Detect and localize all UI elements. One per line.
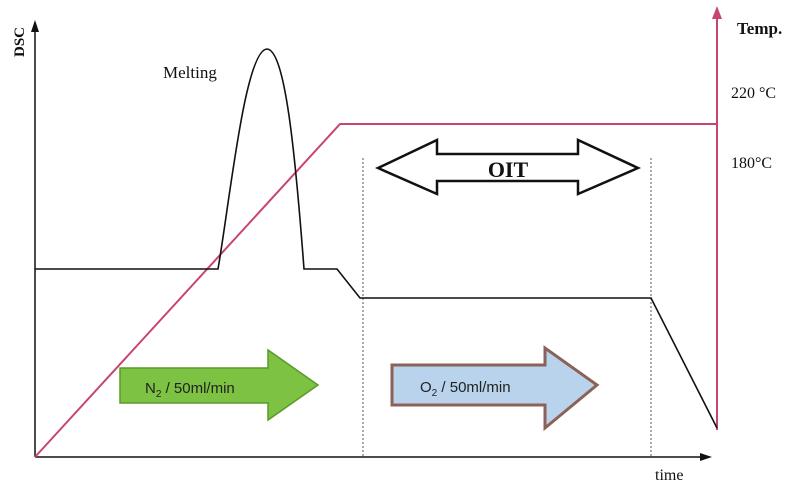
dsc-axis-label: DSC [12, 27, 28, 57]
o2-subscript: 2 [432, 388, 438, 399]
n2-subscript: 2 [156, 389, 162, 400]
temp-low-label: 180°C [731, 155, 772, 172]
n2-rate: / 50ml/min [161, 380, 234, 397]
time-axis-arrow [700, 453, 712, 461]
melting-label: Melting [163, 63, 217, 82]
o2-gas: O [420, 379, 432, 396]
temperature-program-line [34, 123, 717, 458]
temp-high-label: 220 °C [731, 85, 776, 102]
temp-axis-arrow [712, 6, 722, 19]
o2-atmosphere-arrow [390, 345, 600, 432]
n2-atmosphere-label: N2 / 50ml/min [145, 380, 235, 400]
time-axis-label: time [655, 467, 683, 483]
n2-gas: N [145, 380, 156, 397]
oit-double-arrow [374, 138, 642, 196]
n2-atmosphere-arrow [119, 348, 320, 422]
oit-label: OIT [488, 157, 529, 182]
dsc-signal-curve [35, 48, 718, 429]
o2-rate: / 50ml/min [437, 379, 510, 396]
o2-atmosphere-label: O2 / 50ml/min [420, 379, 511, 399]
dsc-axis-arrow [31, 20, 39, 32]
temp-axis-label: Temp. [737, 19, 782, 38]
